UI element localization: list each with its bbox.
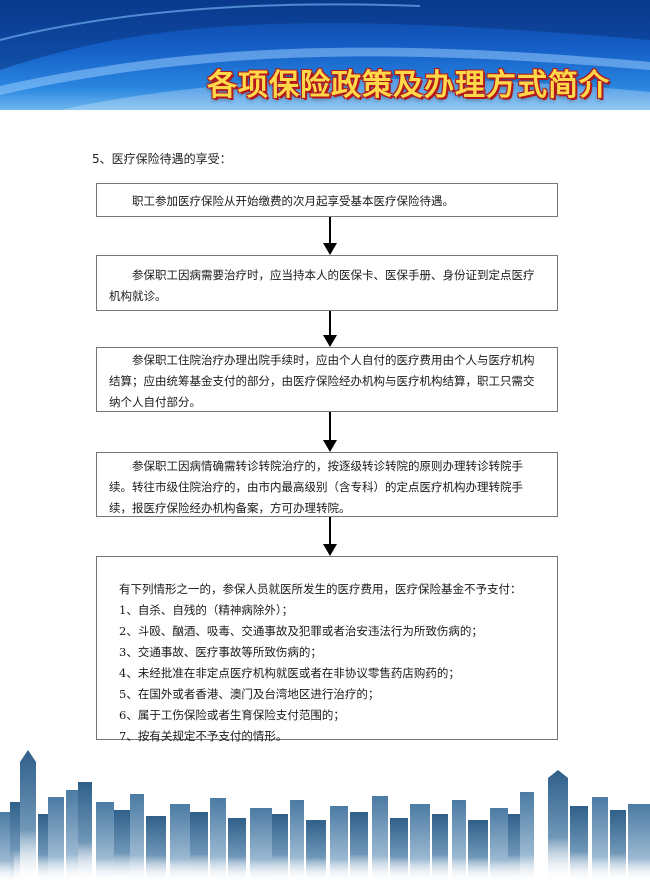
flow-arrow-2	[323, 311, 337, 347]
city-skyline-illustration	[0, 750, 650, 882]
exclusion-item-7: 7、按有关规定不予支付的情形。	[119, 729, 288, 743]
exclusion-item-3: 3、交通事故、医疗事故等所致伤病的；	[119, 645, 322, 659]
flow-step-2: 参保职工因病需要治疗时，应当持本人的医保卡、医保手册、身份证到定点医疗机构就诊。	[96, 255, 558, 311]
flow-step-1: 职工参加医疗保险从开始缴费的次月起享受基本医疗保险待遇。	[96, 183, 558, 217]
header-banner: 各项保险政策及办理方式简介	[0, 0, 650, 110]
flow-step-4-text: 参保职工因病情确需转诊转院治疗的，按逐级转诊转院的原则办理转诊转院手续。转往市级…	[109, 459, 523, 515]
exclusion-item-2: 2、斗殴、酗酒、吸毒、交通事故及犯罪或者治安违法行为所致伤病的；	[119, 624, 483, 638]
exclusions-intro: 有下列情形之一的，参保人员就医所发生的医疗费用，医疗保险基金不予支付：	[119, 582, 522, 596]
flow-step-4: 参保职工因病情确需转诊转院治疗的，按逐级转诊转院的原则办理转诊转院手续。转往市级…	[96, 452, 558, 517]
flow-step-3-text: 参保职工住院治疗办理出院手续时，应由个人自付的医疗费用由个人与医疗机构结算；应由…	[109, 353, 535, 409]
flow-arrow-3	[323, 412, 337, 452]
flow-arrow-1	[323, 217, 337, 255]
banner-wave-decoration	[0, 0, 650, 110]
exclusion-item-4: 4、未经批准在非定点医疗机构就医或者在非协议零售药店购药的；	[119, 666, 460, 680]
exclusions-box: 有下列情形之一的，参保人员就医所发生的医疗费用，医疗保险基金不予支付： 1、自杀…	[96, 556, 558, 743]
exclusion-item-1: 1、自杀、自残的（精神病除外）；	[119, 603, 294, 617]
exclusions-list: 1、自杀、自残的（精神病除外）； 2、斗殴、酗酒、吸毒、交通事故及犯罪或者治安违…	[119, 600, 545, 747]
flow-step-3: 参保职工住院治疗办理出院手续时，应由个人自付的医疗费用由个人与医疗机构结算；应由…	[96, 347, 558, 412]
section-title: 5、医疗保险待遇的享受：	[92, 152, 232, 166]
exclusion-item-6: 6、属于工伤保险或者生育保险支付范围的；	[119, 708, 345, 722]
exclusion-item-5: 5、在国外或者香港、澳门及台湾地区进行治疗的；	[119, 687, 380, 701]
flow-arrow-4	[323, 517, 337, 556]
flow-step-1-text: 职工参加医疗保险从开始缴费的次月起享受基本医疗保险待遇。	[132, 194, 454, 208]
flow-step-2-text: 参保职工因病需要治疗时，应当持本人的医保卡、医保手册、身份证到定点医疗机构就诊。	[109, 268, 535, 303]
page-title: 各项保险政策及办理方式简介	[207, 68, 610, 103]
